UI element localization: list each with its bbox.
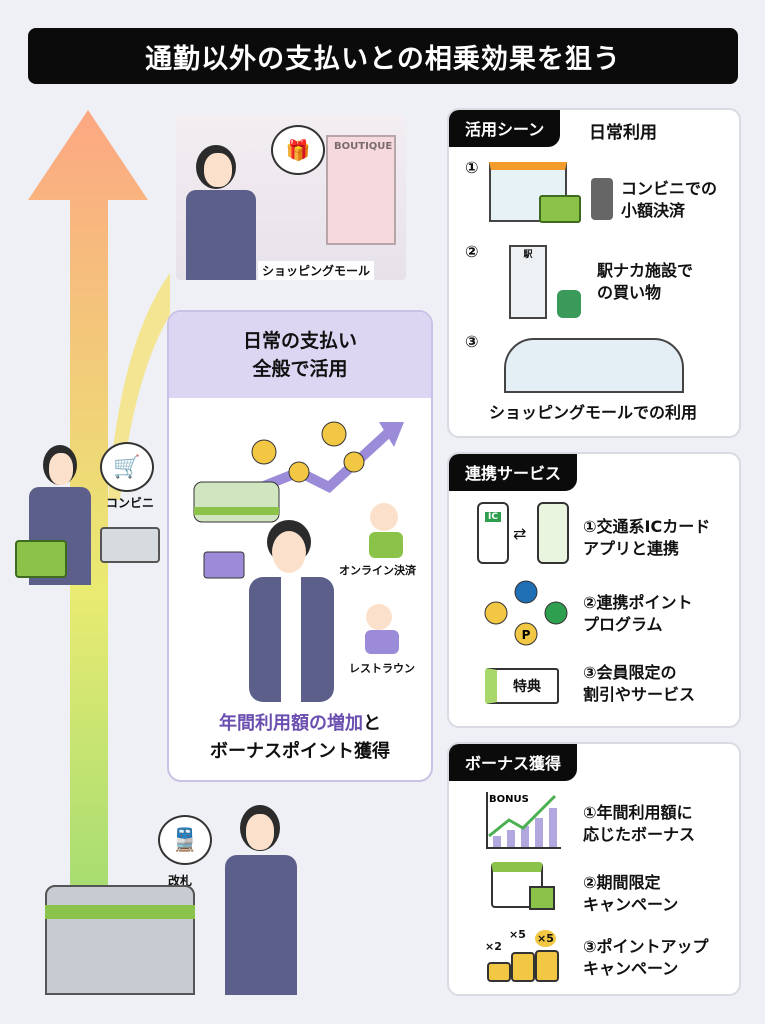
gate-label: 改札 (168, 874, 193, 888)
train-icon (557, 290, 581, 318)
scene-item-text: 駅ナカ施設での買い物 (597, 260, 693, 304)
text-line: プログラム (583, 615, 663, 634)
ic-logo: IC (485, 512, 501, 522)
text-line: 応じたボーナス (583, 825, 696, 844)
sync-arrows-icon: ⇄ (513, 524, 527, 543)
mall-label: ショッピングモール (258, 261, 375, 280)
multiplier-label: ×5 (535, 930, 556, 947)
text-line: ③会員限定の (583, 663, 677, 682)
center-heading: 日常の支払い 全般で活用 (169, 312, 431, 398)
station-sign: 駅 (523, 250, 533, 260)
text-line: アプリと連携 (583, 539, 680, 558)
coupon-ticket-icon: 特典 (485, 668, 559, 704)
bonus-tag: ボーナス獲得 (449, 744, 578, 781)
online-payment-label: オンライン決済 (339, 564, 416, 577)
text-line: ③ポイントアップ (583, 937, 709, 956)
ticket-gate-illustration (45, 805, 315, 995)
points-cycle-icon: P (484, 580, 568, 646)
text-line: 割引やサービス (583, 685, 696, 704)
shopping-mall-illustration: BOUTIQUE 🎁 ショッピングモール (176, 115, 406, 280)
bonus-text: BONUS (489, 794, 529, 805)
text-line: 小額決済 (621, 201, 686, 220)
boutique-sign: BOUTIQUE (334, 141, 393, 152)
linked-services-card: 連携サービス IC ⇄ ①交通系ICカードアプリと連携 P ②連携ポイントプログ… (447, 452, 741, 728)
heading-line: 全般で活用 (252, 358, 348, 380)
shopping-mall-icon (504, 338, 684, 393)
item-number: ② (465, 242, 479, 261)
success-illustration (193, 421, 404, 702)
text-line: ①年間利用額に (583, 803, 693, 822)
bonus-item-text: ②期間限定キャンペーン (583, 872, 678, 916)
service-item-text: ③会員限定の割引やサービス (583, 662, 695, 706)
service-item-text: ①交通系ICカードアプリと連携 (583, 516, 710, 560)
multiplier-label: ×5 (509, 928, 526, 941)
train-icon: 🚆 (158, 815, 212, 865)
text-line: ②連携ポイント (583, 593, 693, 612)
gift-icon (529, 886, 555, 910)
service-item-text: ②連携ポイントプログラム (583, 592, 693, 636)
linked-services-tag: 連携サービス (449, 454, 578, 491)
scene-item-text: コンビニでの小額決済 (621, 178, 717, 222)
footer-text: ボーナスポイント獲得 (210, 741, 390, 762)
scene-item-text: ショッピングモールでの利用 (489, 403, 698, 422)
bonus-item-text: ③ポイントアップキャンペーン (583, 936, 709, 980)
konbini-label: コンビニ (106, 496, 155, 510)
footer-highlight: 年間利用額の増加 (219, 713, 363, 734)
text-line: の買い物 (597, 283, 662, 302)
page-title: 通勤以外の支払いとの相乗効果を狙う (28, 28, 738, 84)
bonus-item-text: ①年間利用額に応じたボーナス (583, 802, 695, 846)
usage-scenes-card: 活用シーン 日常利用 ① コンビニでの小額決済 ② 駅 駅ナカ施設での買い物 ③… (447, 108, 741, 438)
shopping-cart-icon: 🛒 (100, 442, 154, 492)
konbini-person-illustration (15, 445, 160, 585)
bonus-chart-icon: BONUS (486, 792, 561, 849)
footer-text: と (363, 713, 381, 734)
multiplier-label: ×2 (485, 940, 502, 953)
text-line: キャンペーン (583, 959, 679, 978)
usage-scenes-tag: 活用シーン (449, 110, 561, 147)
text-line: ①交通系ICカード (583, 517, 711, 536)
daily-payment-card: 日常の支払い 全般で活用 オンライン決済 レストラウン 年間利用額の増加と ボー… (167, 310, 433, 782)
restaurant-label: レストラウン (349, 662, 415, 675)
ticket-label: 特典 (513, 679, 541, 695)
linked-app-phone-icon (537, 502, 569, 564)
basket-icon (539, 195, 581, 223)
gift-icon: 🎁 (271, 125, 325, 175)
item-number: ① (465, 158, 479, 177)
ic-app-phone-icon: IC (477, 502, 509, 564)
p-label: P (522, 628, 531, 642)
station-building-icon: 駅 (509, 245, 547, 319)
text-line: 駅ナカ施設で (597, 261, 694, 280)
text-line: キャンペーン (583, 895, 679, 914)
coin-stacks-icon: ×2 ×5 ×5 (485, 928, 565, 984)
usage-scenes-subtitle: 日常利用 (589, 123, 657, 143)
center-footer: 年間利用額の増加と ボーナスポイント獲得 (169, 710, 431, 766)
text-line: ②期間限定 (583, 873, 661, 892)
heading-line: 日常の支払い (242, 330, 357, 352)
item-number: ③ (465, 332, 479, 351)
card-terminal-icon (591, 178, 613, 220)
text-line: コンビニでの (621, 179, 718, 198)
bonus-card: ボーナス獲得 BONUS ①年間利用額に応じたボーナス ②期間限定キャンペーン … (447, 742, 741, 996)
